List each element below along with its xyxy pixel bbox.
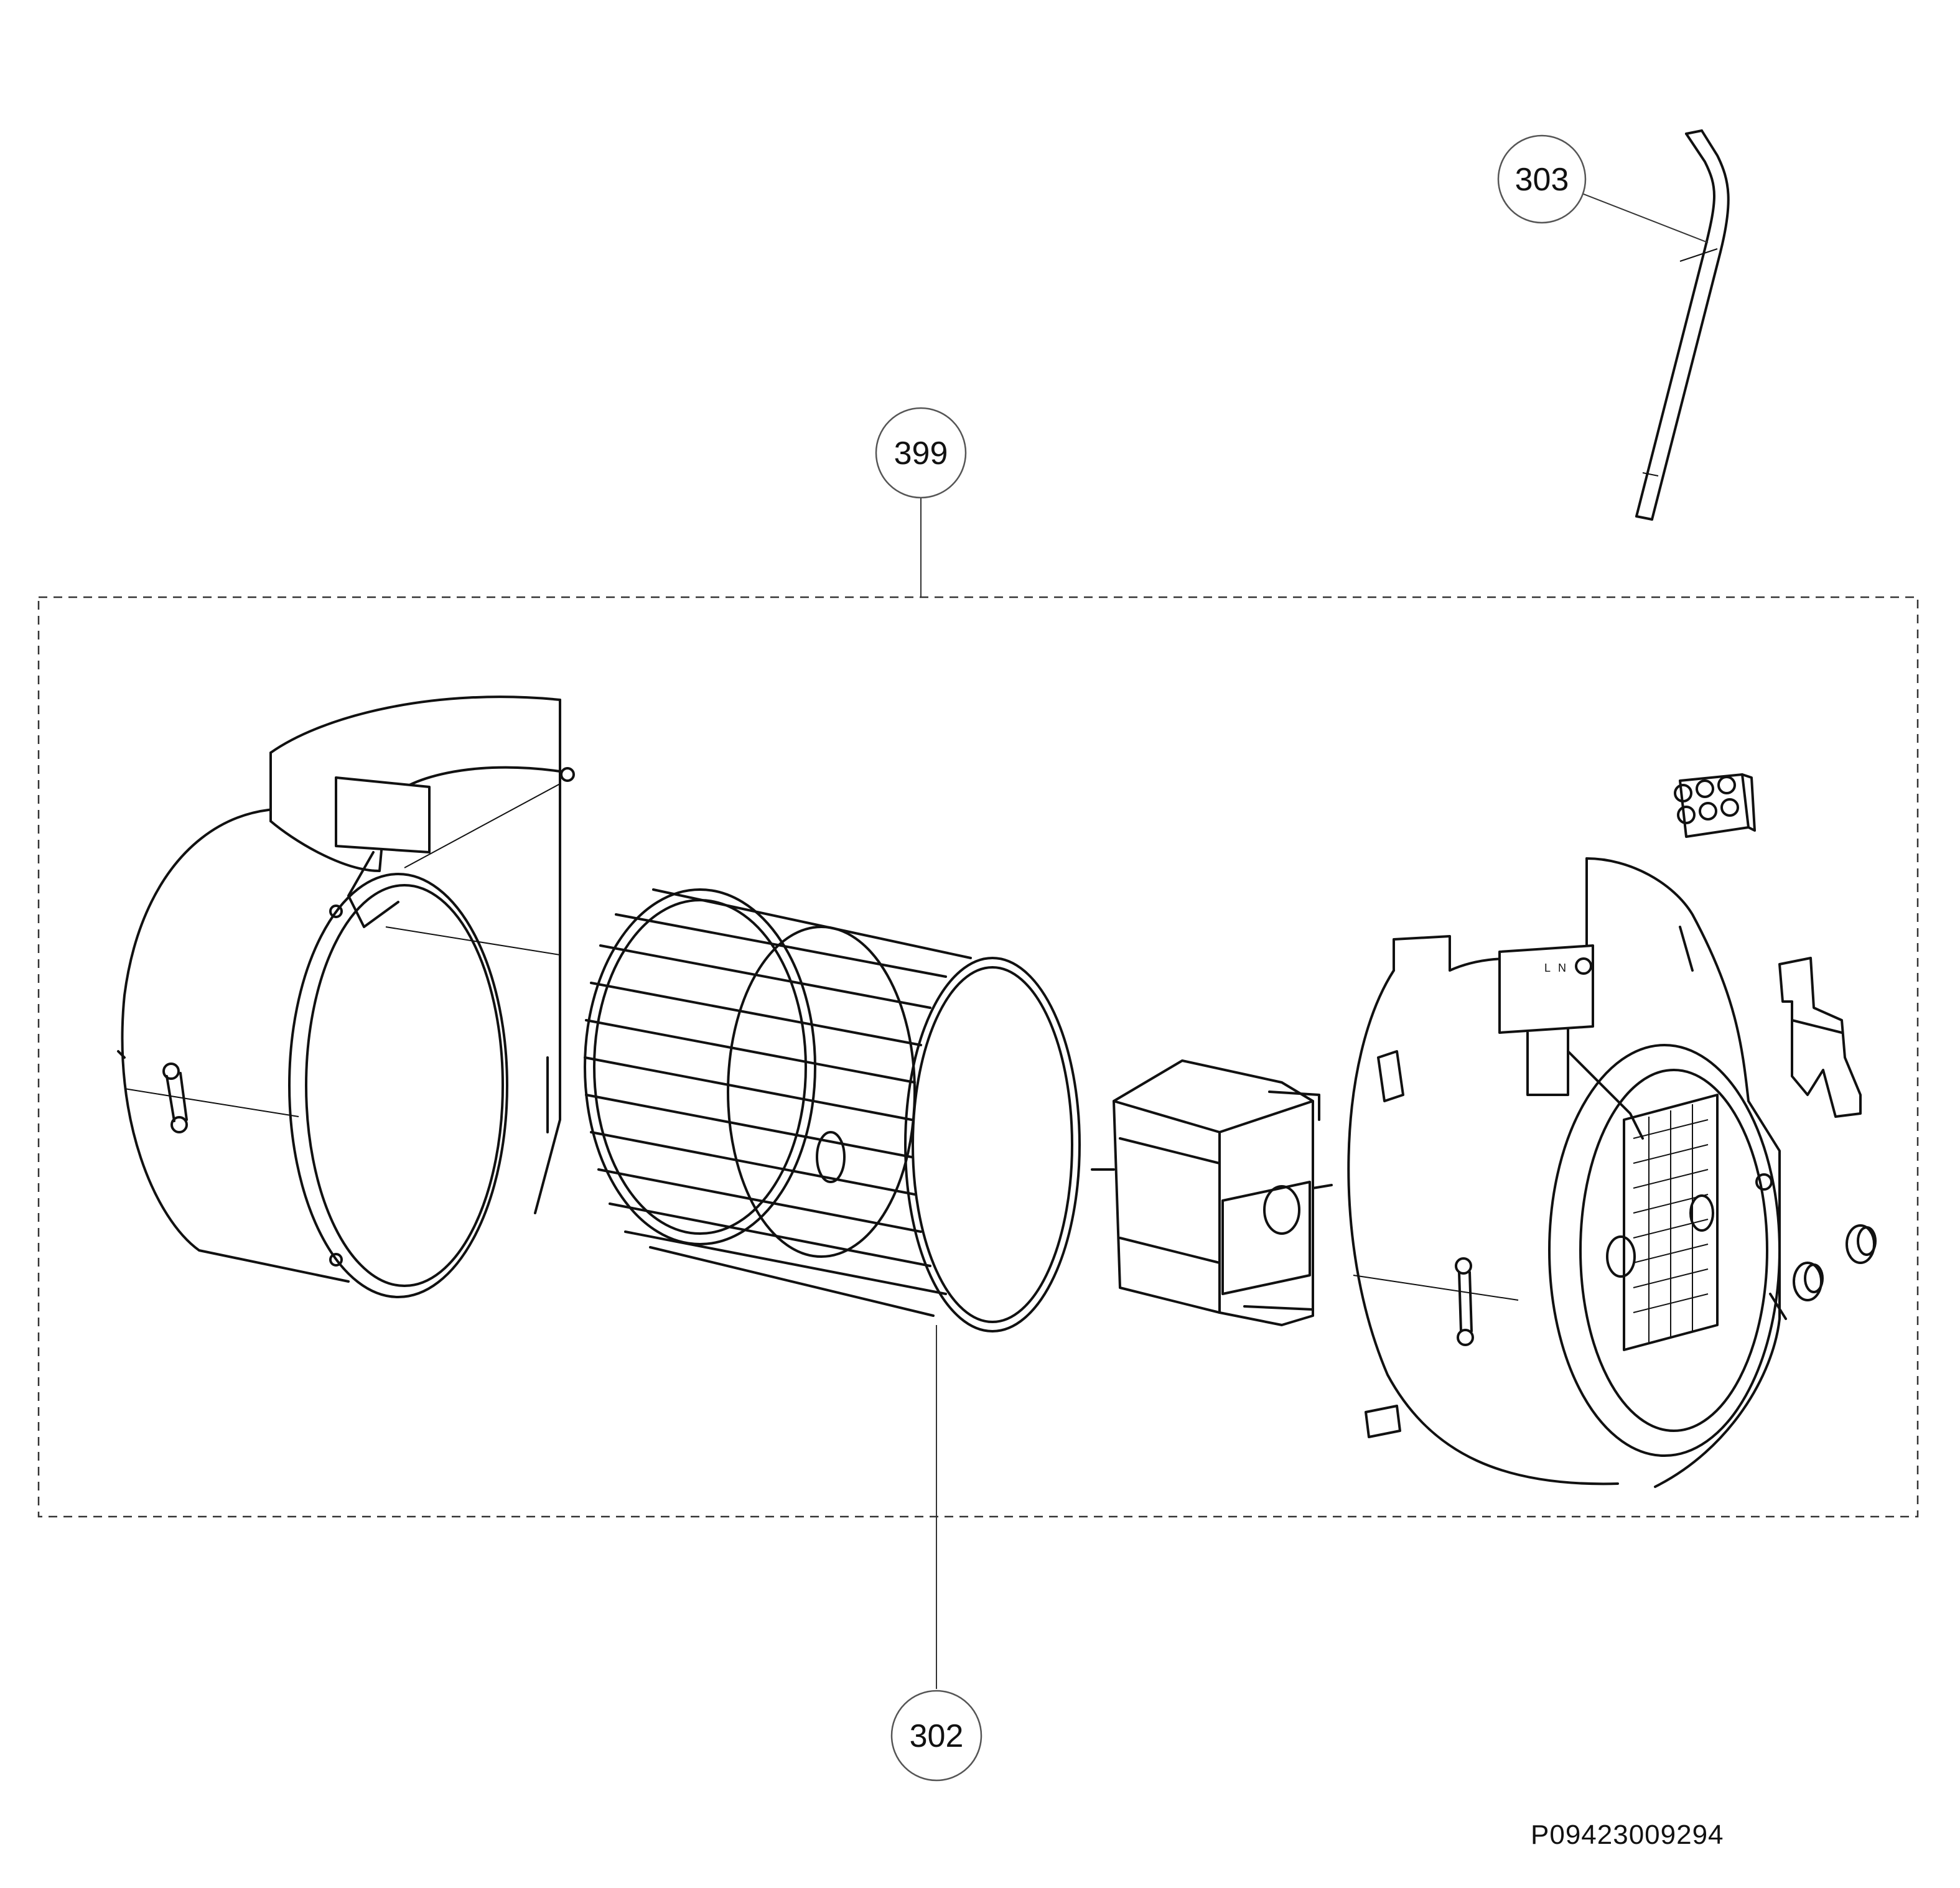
motor[interactable] [1091,1059,1333,1326]
callout-399[interactable]: 399 [875,407,967,499]
terminal-strip[interactable] [1674,773,1756,838]
assembly-boundary [37,596,1919,1518]
svg-text:399: 399 [894,435,948,472]
power-cable[interactable] [1635,129,1730,521]
svg-text:302: 302 [910,1718,964,1754]
fan-housing-cover[interactable] [117,695,575,1298]
callout-303[interactable]: 303 [1497,134,1587,224]
terminal-label-n: N [1558,962,1566,974]
rear-housing[interactable]: L N [1347,857,1787,1488]
mounting-bracket[interactable] [1778,957,1862,1118]
drawing-id: P09423009294 [1531,1820,1724,1850]
bushing-2[interactable] [1846,1224,1877,1264]
terminal-label-l: L [1544,962,1551,974]
fan-wheel[interactable] [584,888,1081,1332]
svg-text:303: 303 [1515,162,1569,198]
bushing-1[interactable] [1793,1262,1824,1301]
callout-302[interactable]: 302 [890,1690,982,1782]
leader-303 [1580,192,1709,243]
